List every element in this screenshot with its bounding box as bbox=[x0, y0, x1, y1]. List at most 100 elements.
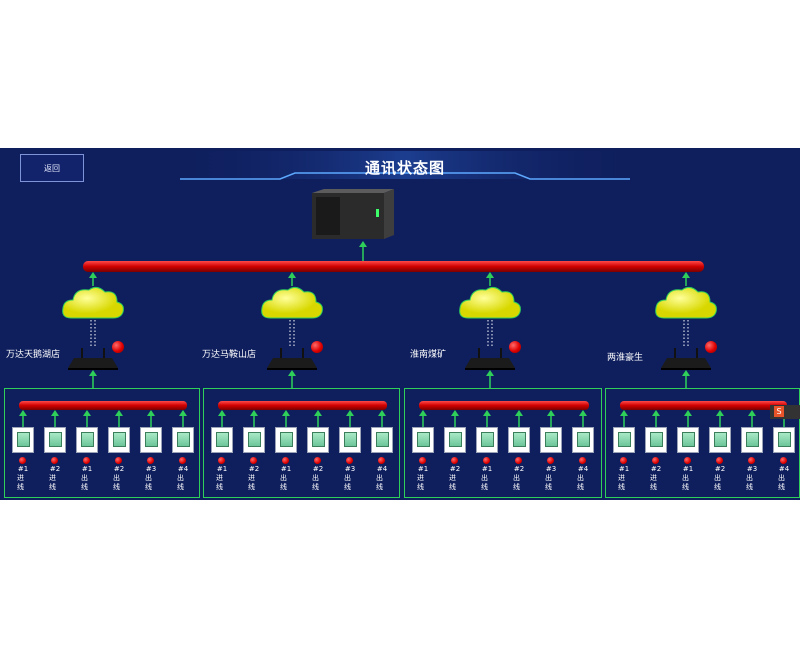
meter-number-label: #2 bbox=[49, 465, 61, 473]
meter-status-dot bbox=[314, 457, 321, 464]
meter-type-label: 出线 bbox=[113, 474, 120, 491]
meter-screen bbox=[618, 432, 631, 447]
meter-type-label: 出线 bbox=[577, 474, 584, 491]
power-meter-icon[interactable] bbox=[275, 427, 297, 453]
meter-number-label: #1 bbox=[17, 465, 29, 473]
power-meter-icon[interactable] bbox=[172, 427, 194, 453]
power-meter-icon[interactable] bbox=[371, 427, 393, 453]
main-bus bbox=[83, 261, 704, 272]
meter-uplink-arrow bbox=[579, 410, 587, 427]
power-meter-icon[interactable] bbox=[211, 427, 233, 453]
title-bar: 通讯状态图 bbox=[170, 151, 640, 185]
meter-type-label: 出线 bbox=[513, 474, 520, 491]
power-meter-icon[interactable] bbox=[476, 427, 498, 453]
power-meter-icon[interactable] bbox=[76, 427, 98, 453]
power-meter-icon[interactable] bbox=[613, 427, 635, 453]
site-name-label: 万达天鹅湖店 bbox=[6, 350, 61, 360]
power-meter-icon[interactable] bbox=[444, 427, 466, 453]
meter-status-dot bbox=[620, 457, 627, 464]
meter-number-label: #2 bbox=[449, 465, 461, 473]
router-uplink-arrow bbox=[486, 370, 494, 388]
meter-screen bbox=[145, 432, 158, 447]
power-meter-icon[interactable] bbox=[12, 427, 34, 453]
meter-screen bbox=[248, 432, 261, 447]
cloud-uplink-arrow bbox=[486, 272, 494, 286]
power-meter-icon[interactable] bbox=[412, 427, 434, 453]
cloud-icon bbox=[62, 286, 124, 319]
site-bus bbox=[620, 401, 787, 410]
power-meter-icon[interactable] bbox=[243, 427, 265, 453]
power-meter-icon[interactable] bbox=[773, 427, 795, 453]
router-icon bbox=[661, 348, 711, 370]
meter-type-label: 进线 bbox=[449, 474, 456, 491]
meter-number-label: #1 bbox=[618, 465, 630, 473]
meter-type-label: 出线 bbox=[481, 474, 488, 491]
site-bus bbox=[19, 401, 187, 410]
meter-status-dot bbox=[652, 457, 659, 464]
meter-number-label: #3 bbox=[344, 465, 356, 473]
power-meter-icon[interactable] bbox=[508, 427, 530, 453]
wireless-link bbox=[683, 320, 689, 348]
meter-screen bbox=[577, 432, 590, 447]
meter-screen bbox=[513, 432, 526, 447]
meter-uplink-arrow bbox=[620, 410, 628, 427]
meter-number-label: #1 bbox=[481, 465, 493, 473]
meter-uplink-arrow bbox=[716, 410, 724, 427]
meter-status-dot bbox=[83, 457, 90, 464]
meter-screen bbox=[17, 432, 30, 447]
meter-status-dot bbox=[19, 457, 26, 464]
site-bus bbox=[218, 401, 387, 410]
power-meter-icon[interactable] bbox=[572, 427, 594, 453]
power-meter-icon[interactable] bbox=[307, 427, 329, 453]
meter-uplink-arrow bbox=[419, 410, 427, 427]
meter-screen bbox=[49, 432, 62, 447]
meter-uplink-arrow bbox=[652, 410, 660, 427]
meter-status-dot bbox=[346, 457, 353, 464]
cloud-icon bbox=[655, 286, 717, 319]
power-meter-icon[interactable] bbox=[741, 427, 763, 453]
site-status-dot bbox=[311, 341, 323, 353]
meter-screen bbox=[113, 432, 126, 447]
site-name-label: 淮南煤矿 bbox=[410, 350, 447, 360]
power-meter-icon[interactable] bbox=[140, 427, 162, 453]
meter-type-label: 进线 bbox=[49, 474, 56, 491]
cloud-icon bbox=[459, 286, 521, 319]
meter-number-label: #2 bbox=[312, 465, 324, 473]
meter-screen bbox=[682, 432, 695, 447]
meter-status-dot bbox=[748, 457, 755, 464]
meter-uplink-arrow bbox=[282, 410, 290, 427]
meter-number-label: #3 bbox=[545, 465, 557, 473]
meter-screen bbox=[449, 432, 462, 447]
power-meter-icon[interactable] bbox=[540, 427, 562, 453]
cloud-uplink-arrow bbox=[89, 272, 97, 286]
meter-screen bbox=[714, 432, 727, 447]
meter-uplink-arrow bbox=[684, 410, 692, 427]
meter-screen bbox=[344, 432, 357, 447]
site-bus bbox=[419, 401, 589, 410]
power-meter-icon[interactable] bbox=[44, 427, 66, 453]
floating-tool-icon[interactable]: S bbox=[770, 405, 800, 419]
meter-screen bbox=[650, 432, 663, 447]
power-meter-icon[interactable] bbox=[108, 427, 130, 453]
meter-type-label: 出线 bbox=[344, 474, 351, 491]
meter-number-label: #4 bbox=[177, 465, 189, 473]
meter-screen bbox=[280, 432, 293, 447]
back-button[interactable]: 返回 bbox=[20, 154, 84, 182]
power-meter-icon[interactable] bbox=[709, 427, 731, 453]
meter-number-label: #3 bbox=[145, 465, 157, 473]
power-meter-icon[interactable] bbox=[339, 427, 361, 453]
meter-status-dot bbox=[780, 457, 787, 464]
meter-type-label: 进线 bbox=[248, 474, 255, 491]
meter-type-label: 出线 bbox=[81, 474, 88, 491]
meter-status-dot bbox=[451, 457, 458, 464]
site-status-dot bbox=[112, 341, 124, 353]
meter-number-label: #3 bbox=[746, 465, 758, 473]
meter-status-dot bbox=[179, 457, 186, 464]
meter-uplink-arrow bbox=[547, 410, 555, 427]
power-meter-icon[interactable] bbox=[677, 427, 699, 453]
meter-type-label: 出线 bbox=[545, 474, 552, 491]
router-icon bbox=[465, 348, 515, 370]
power-meter-icon[interactable] bbox=[645, 427, 667, 453]
meter-type-label: 进线 bbox=[417, 474, 424, 491]
